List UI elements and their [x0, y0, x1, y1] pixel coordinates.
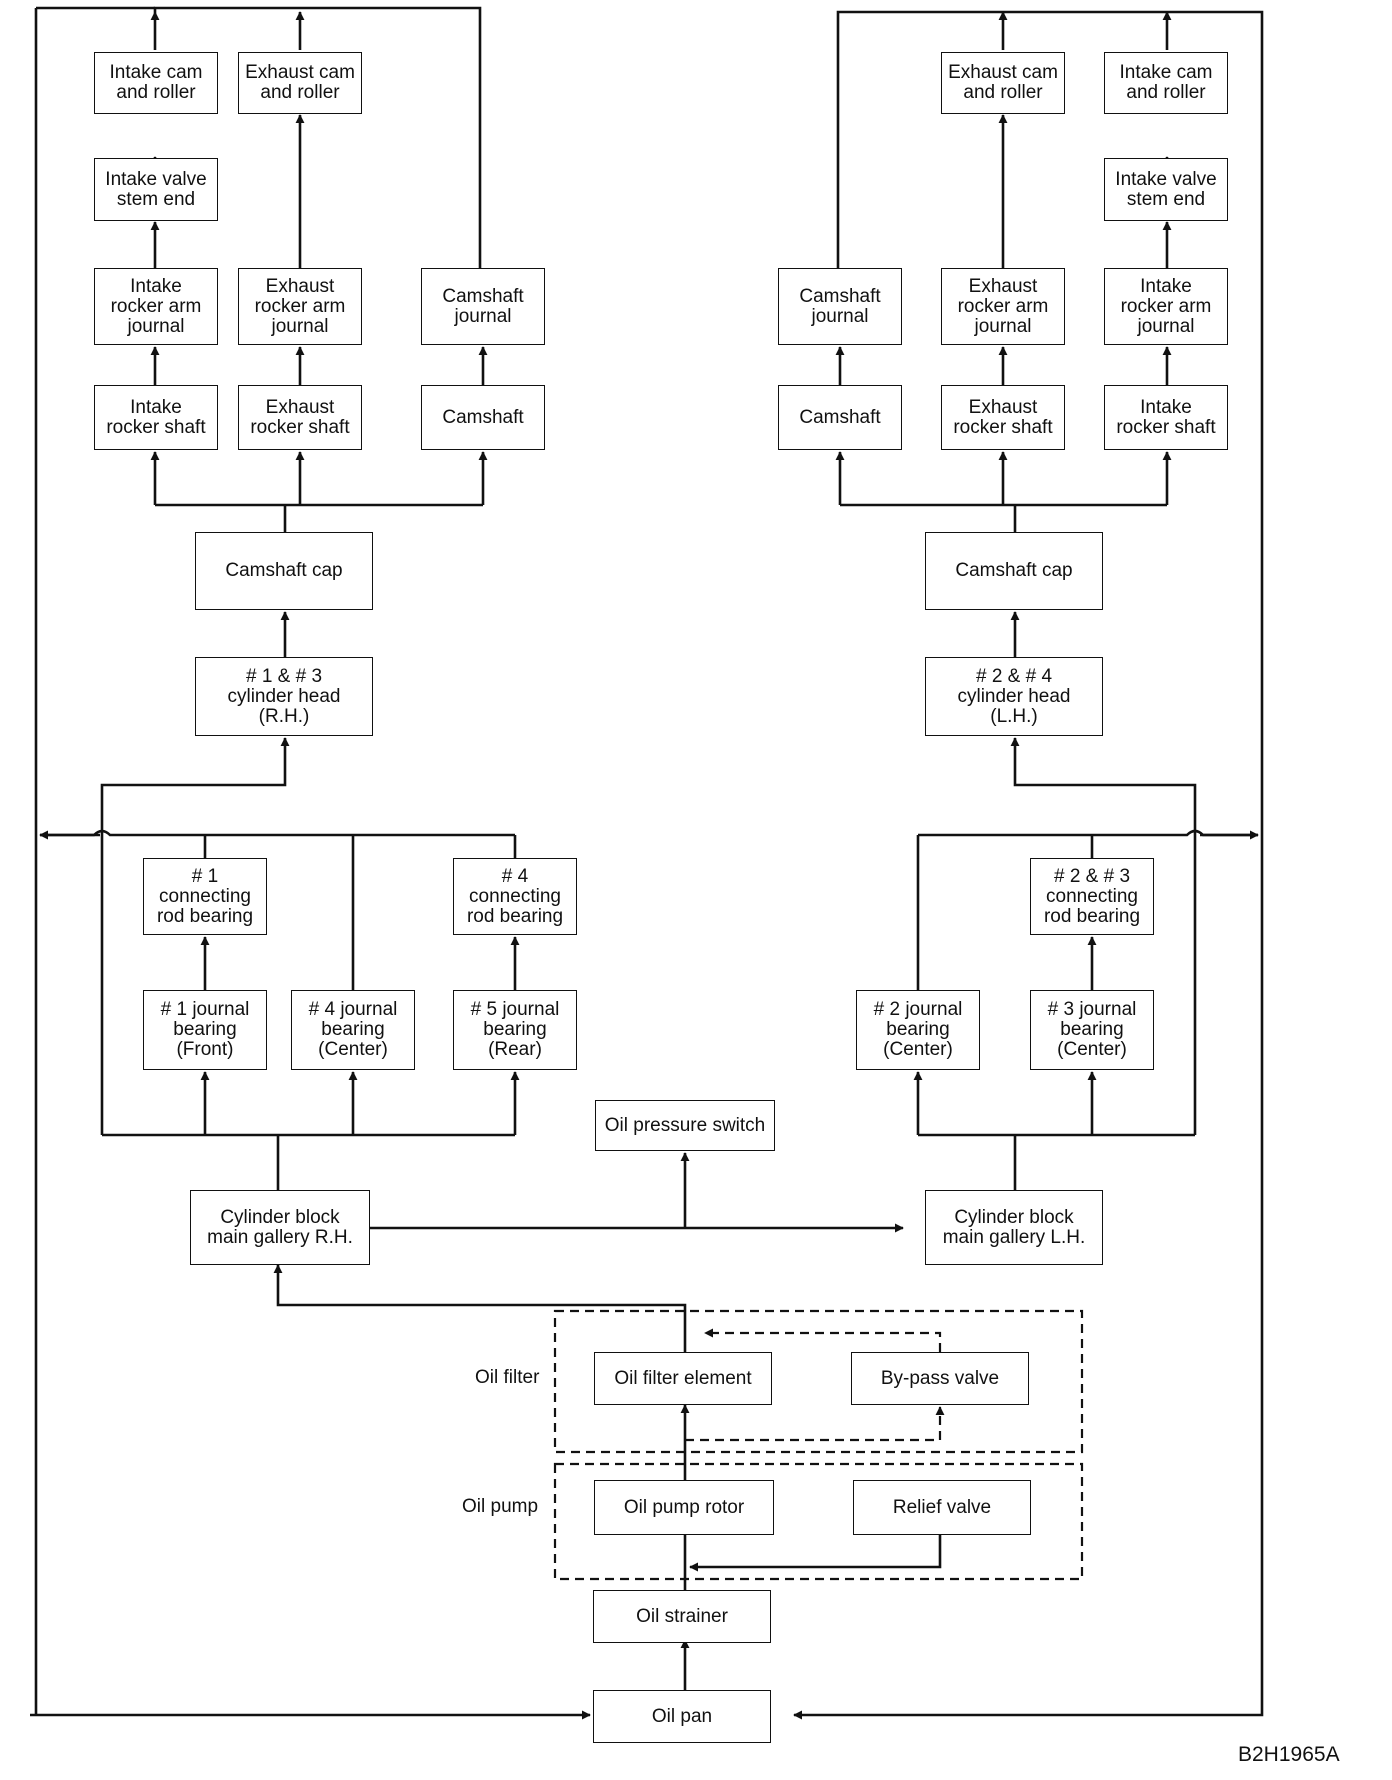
oil-filter-element-box: Oil filter element — [594, 1352, 772, 1405]
relief-return — [689, 1528, 942, 1572]
oil-pump-label: Oil pump — [462, 1496, 539, 1517]
lh-exhaust-rocker-shaft-box: Exhaust rocker shaft — [941, 385, 1065, 450]
rh-camshaft-journal-box: Camshaft journal — [421, 268, 545, 345]
rh-camshaft-cap-box: Camshaft cap — [195, 532, 373, 610]
journal-4-box: # 4 journal bearing (Center) — [291, 990, 415, 1070]
lh-intake-valve-box: Intake valve stem end — [1104, 158, 1228, 221]
gallery-lh-box: Cylinder block main gallery L.H. — [925, 1190, 1103, 1265]
journal-5-box: # 5 journal bearing (Rear) — [453, 990, 577, 1070]
rh-return-bar — [40, 829, 515, 837]
bypass-return — [704, 1328, 942, 1352]
lh-intake-cam-box: Intake cam and roller — [1104, 52, 1228, 114]
relief-valve-box: Relief valve — [853, 1480, 1031, 1535]
rh-cylinder-head-box: # 1 & # 3 cylinder head (R.H.) — [195, 657, 373, 736]
oil-filter-label: Oil filter — [475, 1367, 540, 1388]
rh-exhaust-rocker-shaft-box: Exhaust rocker shaft — [238, 385, 362, 450]
oil-pump-group — [553, 1462, 1084, 1581]
lh-intake-rocker-shaft-box: Intake rocker shaft — [1104, 385, 1228, 450]
rh-exhaust-cam-box: Exhaust cam and roller — [238, 52, 362, 114]
lh-camshaft-cap-box: Camshaft cap — [925, 532, 1103, 610]
journal-1-box: # 1 journal bearing (Front) — [143, 990, 267, 1070]
oil-filter-group — [553, 1309, 1084, 1454]
figure-code: B2H1965A — [1238, 1743, 1340, 1766]
gallery-rh-box: Cylinder block main gallery R.H. — [190, 1190, 370, 1265]
rh-camshaft-box: Camshaft — [421, 385, 545, 450]
rh-exhaust-rocker-journal-box: Exhaust rocker arm journal — [238, 268, 362, 345]
rh-intake-rocker-shaft-box: Intake rocker shaft — [94, 385, 218, 450]
return-line-left — [153, 6, 482, 270]
oil-pan-box: Oil pan — [593, 1690, 771, 1743]
lh-exhaust-cam-box: Exhaust cam and roller — [941, 52, 1065, 114]
lh-intake-rocker-journal-box: Intake rocker arm journal — [1104, 268, 1228, 345]
lh-cylinder-head-box: # 2 & # 4 cylinder head (L.H.) — [925, 657, 1103, 736]
lh-return-bar — [918, 829, 1258, 837]
lh-camshaft-journal-box: Camshaft journal — [778, 268, 902, 345]
filter-to-gallery — [273, 1264, 687, 1380]
rh-intake-rocker-journal-box: Intake rocker arm journal — [94, 268, 218, 345]
journal-2-box: # 2 journal bearing (Center) — [856, 990, 980, 1070]
bypass-valve-box: By-pass valve — [851, 1352, 1029, 1405]
rh-intake-valve-box: Intake valve stem end — [94, 158, 218, 221]
conrod-4-box: # 4 connecting rod bearing — [453, 858, 577, 935]
return-line-right — [793, 10, 1264, 1720]
conrod-1-box: # 1 connecting rod bearing — [143, 858, 267, 935]
rh-intake-cam-box: Intake cam and roller — [94, 52, 218, 114]
oil-strainer-box: Oil strainer — [593, 1590, 771, 1643]
bypass-path — [685, 1406, 945, 1442]
rh-head-feed — [100, 737, 290, 1135]
lh-head-feed — [1010, 737, 1197, 1135]
lh-camshaft-box: Camshaft — [778, 385, 902, 450]
oil-pump-rotor-box: Oil pump rotor — [594, 1480, 774, 1535]
conrod-2-3-box: # 2 & # 3 connecting rod bearing — [1030, 858, 1154, 935]
oil-pressure-switch-box: Oil pressure switch — [595, 1100, 775, 1151]
lh-exhaust-rocker-journal-box: Exhaust rocker arm journal — [941, 268, 1065, 345]
journal-3-box: # 3 journal bearing (Center) — [1030, 990, 1154, 1070]
